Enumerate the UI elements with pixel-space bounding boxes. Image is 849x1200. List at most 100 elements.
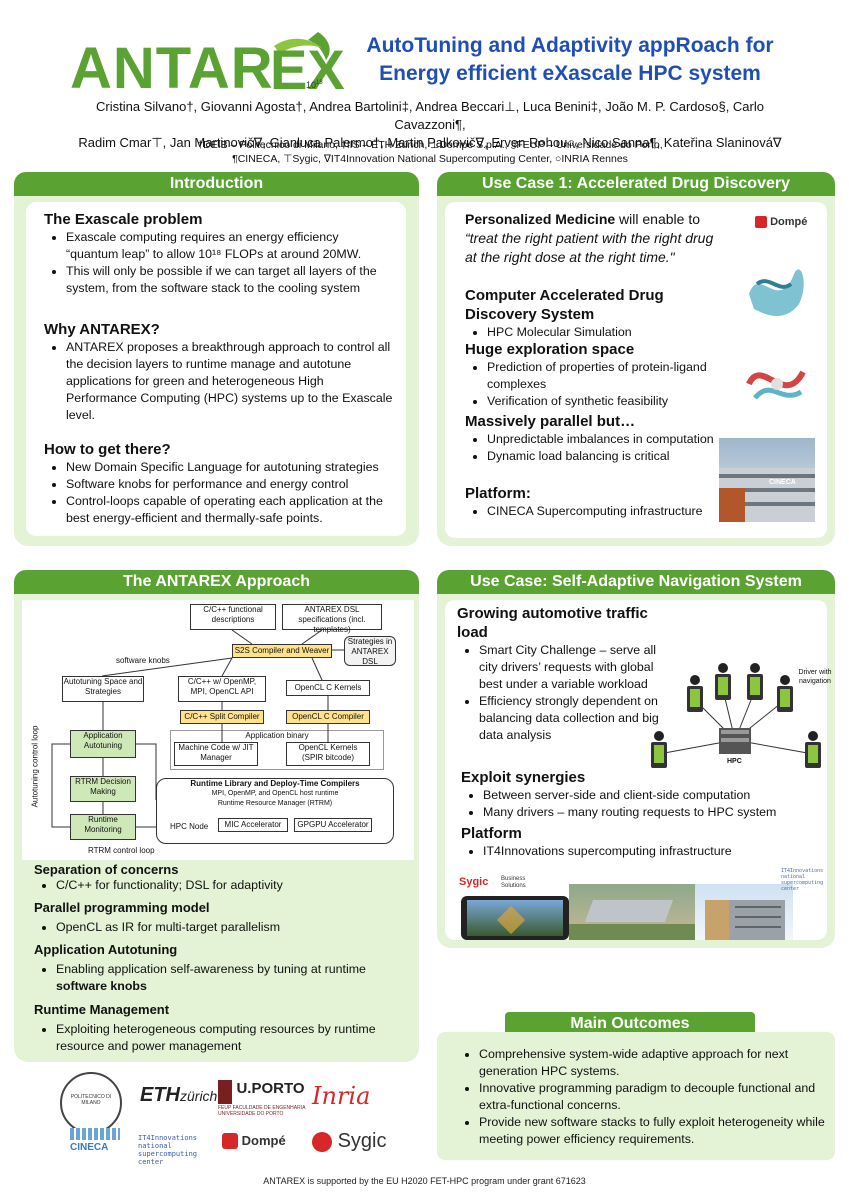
introduction-banner: Introduction <box>14 172 419 196</box>
traffic-heading: Growing automotive traffic load <box>457 605 648 641</box>
use-case-1-panel: Use Case 1: Accelerated Drug Discovery P… <box>437 172 835 546</box>
hpc-label: HPC <box>727 758 742 765</box>
poster-title: AutoTuning and Adaptivity appRoach for E… <box>366 34 774 85</box>
uporto-logo: U.PORTO FEUP FACULDADE DE ENGENHARIA UNI… <box>218 1080 306 1117</box>
parallel-heading: Massively parallel but… <box>465 413 636 430</box>
list-item: OpenCL as IR for multi-target parallelis… <box>56 919 404 936</box>
rtrm-decision-box: RTRM Decision Making <box>70 776 136 802</box>
rtrm-loop-label: RTRM control loop <box>88 846 155 855</box>
list-item: New Domain Specific Language for autotun… <box>66 459 394 476</box>
it4i-logo: IT4Innovations national supercomputing c… <box>138 1134 198 1166</box>
list-item: C/C++ for functionality; DSL for adaptiv… <box>56 877 404 894</box>
uporto-mark-icon <box>218 1080 232 1104</box>
it4i-building-image <box>695 884 793 940</box>
authors: Cristina Silvano†, Giovanni Agosta†, And… <box>78 99 782 150</box>
platform2-heading: Platform <box>461 825 522 842</box>
list-item: Software knobs for performance and energ… <box>66 476 394 493</box>
eth-logo: ETHzürich <box>140 1084 218 1106</box>
mic-accelerator-box: MIC Accelerator <box>218 818 288 832</box>
architecture-diagram: C/C++ functional descriptions ANTAREX DS… <box>22 600 414 860</box>
footer-funding: ANTAREX is supported by the EU H2020 FET… <box>263 1176 586 1186</box>
use-case-1-banner: Use Case 1: Accelerated Drug Discovery <box>437 172 835 196</box>
runtime-monitoring-box: Runtime Monitoring <box>70 814 136 840</box>
sygic-logo-small: Sygic <box>459 876 489 888</box>
navigation-device-image <box>461 896 569 940</box>
affiliations: †DEIB – Politecnico di Milano, ‡IIS – ET… <box>197 139 663 165</box>
runtime-library-box: Runtime Library and Deploy-Time Compiler… <box>156 778 394 844</box>
runtime-management-heading: Runtime Management <box>34 1002 170 1017</box>
autotuning-space-box: Autotuning Space and Strategies <box>62 676 144 702</box>
hpc-node-label: HPC Node <box>170 822 209 831</box>
personalized-medicine: Personalized Medicine will enable to “tr… <box>465 211 714 265</box>
cineca-building-image: CINECA <box>719 438 815 522</box>
outcomes-list: Comprehensive system-wide adaptive appro… <box>459 1046 833 1148</box>
driver-label: Driver with navigation <box>798 669 832 685</box>
cpp-mpi-box: C/C++ w/ OpenMP, MPI, OpenCL API <box>178 676 266 702</box>
exascale-list: Exascale computing requires an energy ef… <box>44 229 394 297</box>
list-item: Comprehensive system-wide adaptive appro… <box>479 1046 833 1080</box>
approach-banner: The ANTAREX Approach <box>14 570 419 594</box>
separation-heading: Separation of concerns <box>34 862 179 877</box>
protein-image-1 <box>739 254 813 328</box>
use-case-2-banner: Use Case: Self-Adaptive Navigation Syste… <box>437 570 835 594</box>
leaf-icon <box>274 32 330 60</box>
list-item: Verification of synthetic feasibility <box>487 393 715 410</box>
polimi-logo: POLITECNICO DI MILANO <box>60 1072 122 1134</box>
dompe-mark-icon <box>222 1132 238 1149</box>
app-autotuning-box: Application Autotuning <box>70 730 136 758</box>
list-item: Exascale computing requires an energy ef… <box>66 229 394 263</box>
driver-network-diagram <box>651 663 821 768</box>
dsl-spec-box: ANTAREX DSL specifications (incl. templa… <box>282 604 382 634</box>
cpp-functional-box: C/C++ functional descriptions <box>190 604 276 630</box>
dompe-logo: Dompé <box>755 216 807 229</box>
logo-ex-mark: EX 1018 <box>268 28 345 98</box>
synergies-heading: Exploit synergies <box>461 769 586 786</box>
opencl-kernels-box: OpenCL C Kernels <box>286 680 370 696</box>
list-item: Between server-side and client-side comp… <box>483 787 821 804</box>
list-item: Unpredictable imbalances in computation <box>487 431 715 448</box>
logo-exponent: 1018 <box>306 80 323 90</box>
exascale-heading: The Exascale problem <box>44 211 203 228</box>
diagram-arrows <box>51 629 344 828</box>
list-item: Smart City Challenge – serve all city dr… <box>479 642 667 693</box>
list-item: Many drivers – many routing requests to … <box>483 804 821 821</box>
list-item: Exploiting heterogeneous computing resou… <box>56 1021 404 1055</box>
sygic-mark-icon <box>312 1131 332 1152</box>
campus-aerial-image <box>569 884 695 940</box>
app-autotuning-heading: Application Autotuning <box>34 942 178 957</box>
exploration-heading: Huge exploration space <box>465 341 635 358</box>
split-compiler-box: C/C++ Split Compiler <box>180 710 264 724</box>
list-item: Provide new software stacks to fully exp… <box>479 1114 833 1148</box>
use-case-1-body: Personalized Medicine will enable to “tr… <box>445 202 827 538</box>
list-item: Dynamic load balancing is critical <box>487 448 715 465</box>
list-item: IT4Innovations supercomputing infrastruc… <box>483 843 821 860</box>
protein-image-2 <box>741 348 813 420</box>
list-item: CINECA Supercomputing infrastructure <box>487 503 725 520</box>
list-item: Enabling application self-awareness by t… <box>56 961 404 995</box>
gpgpu-accelerator-box: GPGPU Accelerator <box>294 818 372 832</box>
list-item: HPC Molecular Simulation <box>487 324 725 341</box>
sygic-business-label: Business Solutions <box>501 876 526 889</box>
machine-code-box: Machine Code w/ JIT Manager <box>174 742 258 766</box>
why-list: ANTAREX proposes a breakthrough approach… <box>44 339 394 424</box>
antarex-logo: ANTAR <box>70 40 274 98</box>
how-list: New Domain Specific Language for autotun… <box>44 459 394 527</box>
inria-logo: Inria <box>312 1082 371 1110</box>
caddd-heading: Computer Accelerated Drug Discovery Syst… <box>465 287 664 323</box>
approach-text: Separation of concerns C/C++ for functio… <box>22 860 414 1056</box>
it4i-logo-small: IT4Innovations national supercomputing c… <box>781 868 824 892</box>
list-item: Efficiency strongly dependent on balanci… <box>479 693 667 744</box>
list-item: Prediction of properties of protein-liga… <box>487 359 715 393</box>
use-case-2-body: Growing automotive traffic load Smart Ci… <box>445 600 832 940</box>
dompe-mark-icon <box>755 216 767 229</box>
software-knobs-label: software knobs <box>116 656 170 665</box>
s2s-compiler-box: S2S Compiler and Weaver <box>232 644 332 658</box>
platform-heading: Platform: <box>465 485 531 502</box>
list-item: ANTAREX proposes a breakthrough approach… <box>66 339 394 424</box>
why-antarex-heading: Why ANTAREX? <box>44 321 160 338</box>
introduction-panel: Introduction The Exascale problem Exasca… <box>14 172 419 546</box>
opencl-compiler-box: OpenCL C Compiler <box>286 710 370 724</box>
dompe-logo-bottom: Dompé <box>222 1132 286 1149</box>
strategies-db: Strategies in ANTAREX DSL <box>344 636 396 666</box>
cineca-logo: CINECA <box>70 1142 109 1153</box>
